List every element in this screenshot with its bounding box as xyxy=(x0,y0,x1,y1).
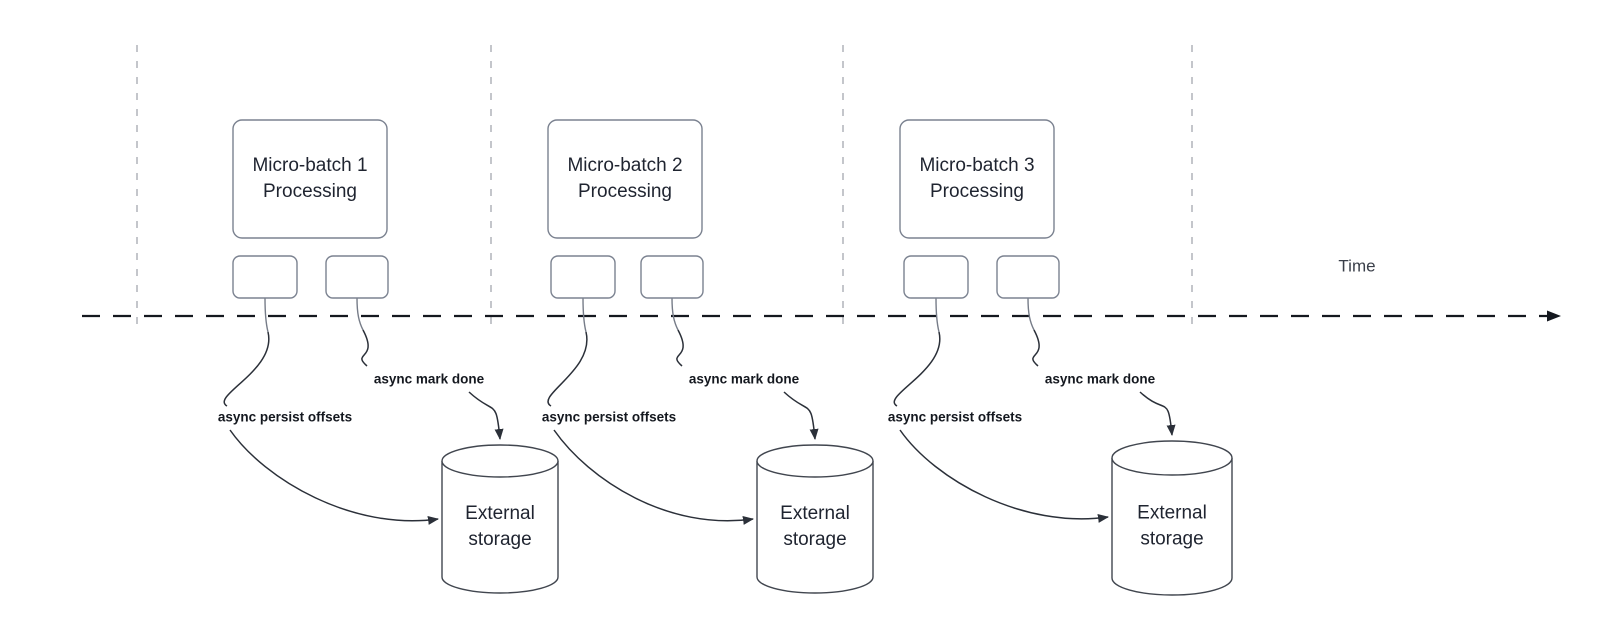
edge-label-async-mark-done-2: async mark done xyxy=(689,372,800,387)
storage-label-1-line2: storage xyxy=(468,529,531,550)
edge-mark-done-upper-3 xyxy=(1032,329,1040,367)
micro-batch-label-2-line2: Processing xyxy=(578,181,672,202)
edge-label-async-persist-offsets-2-halo: async persist offsets xyxy=(542,410,676,425)
storage-label-2-line1: External xyxy=(780,503,850,524)
storage-cylinder-body-3 xyxy=(1111,458,1233,596)
edge-label-async-mark-done-1-halo: async mark done xyxy=(374,372,485,387)
edge-stub-persist-3 xyxy=(935,297,940,333)
micro-batch-box-1[interactable] xyxy=(232,119,388,239)
edge-stub-persist-1 xyxy=(264,297,269,333)
micro-batch-box-3[interactable] xyxy=(899,119,1055,239)
task-box-mark-done-task-3[interactable] xyxy=(996,255,1060,299)
edge-stub-markdone-2 xyxy=(671,297,679,331)
task-box-persist-offsets-task-3[interactable] xyxy=(903,255,969,299)
storage-cylinder-top-3[interactable] xyxy=(1111,440,1233,476)
micro-batch-label-1-line2: Processing xyxy=(263,181,357,202)
edge-label-async-persist-offsets-3-halo: async persist offsets xyxy=(888,410,1022,425)
storage-label-3-line2: storage xyxy=(1140,529,1203,550)
micro-batch-box-2[interactable] xyxy=(547,119,703,239)
storage-label-2-line2: storage xyxy=(783,529,846,550)
storage-cylinder-body-1 xyxy=(441,461,559,594)
storage-cylinder-top-1[interactable] xyxy=(441,444,559,478)
time-axis-label: Time xyxy=(1338,256,1375,275)
edge-label-async-persist-offsets-2: async persist offsets xyxy=(542,410,676,425)
task-box-persist-offsets-task-2[interactable] xyxy=(550,255,616,299)
edge-label-async-persist-offsets-1-halo: async persist offsets xyxy=(218,410,352,425)
micro-batch-label-3-line1: Micro-batch 3 xyxy=(919,155,1034,176)
task-box-persist-offsets-task-1[interactable] xyxy=(232,255,298,299)
edge-persist-offsets-upper-3 xyxy=(893,331,941,407)
edge-label-async-mark-done-1: async mark done xyxy=(374,372,485,387)
micro-batch-label-1-line1: Micro-batch 1 xyxy=(252,155,367,176)
edge-label-async-persist-offsets-3: async persist offsets xyxy=(888,410,1022,425)
storage-cylinder-top-2[interactable] xyxy=(756,444,874,478)
edge-label-async-persist-offsets-1: async persist offsets xyxy=(218,410,352,425)
flow-edges-group xyxy=(223,297,1176,525)
edge-mark-done-lower-2 xyxy=(783,391,819,440)
edge-mark-done-lower-3 xyxy=(1139,391,1176,436)
edge-label-async-mark-done-3-halo: async mark done xyxy=(1045,372,1156,387)
edge-label-async-mark-done-3: async mark done xyxy=(1045,372,1156,387)
edge-stub-persist-2 xyxy=(582,297,587,333)
edge-label-async-mark-done-2-halo: async mark done xyxy=(689,372,800,387)
edge-persist-offsets-upper-1 xyxy=(223,331,270,407)
edge-persist-offsets-lower-1 xyxy=(229,429,439,525)
edge-mark-done-lower-1 xyxy=(468,391,504,440)
edge-persist-offsets-lower-2 xyxy=(553,429,754,525)
edge-labels-group: async persist offsets async persist offse… xyxy=(215,369,1158,427)
storage-cylinder-body-2 xyxy=(756,461,874,594)
edge-persist-offsets-lower-3 xyxy=(899,429,1109,523)
edge-stub-markdone-3 xyxy=(1027,297,1035,331)
storage-label-1-line1: External xyxy=(465,503,535,524)
task-box-mark-done-task-2[interactable] xyxy=(640,255,704,299)
edge-persist-offsets-upper-2 xyxy=(547,331,588,407)
micro-batch-label-3-line2: Processing xyxy=(930,181,1024,202)
time-axis-group: Time xyxy=(82,256,1561,322)
edge-stub-markdone-1 xyxy=(356,297,364,331)
edge-mark-done-upper-2 xyxy=(676,329,684,367)
task-box-mark-done-task-1[interactable] xyxy=(325,255,389,299)
micro-batch-label-2-line1: Micro-batch 2 xyxy=(567,155,682,176)
storage-label-3-line1: External xyxy=(1137,503,1207,524)
edge-mark-done-upper-1 xyxy=(361,329,369,367)
